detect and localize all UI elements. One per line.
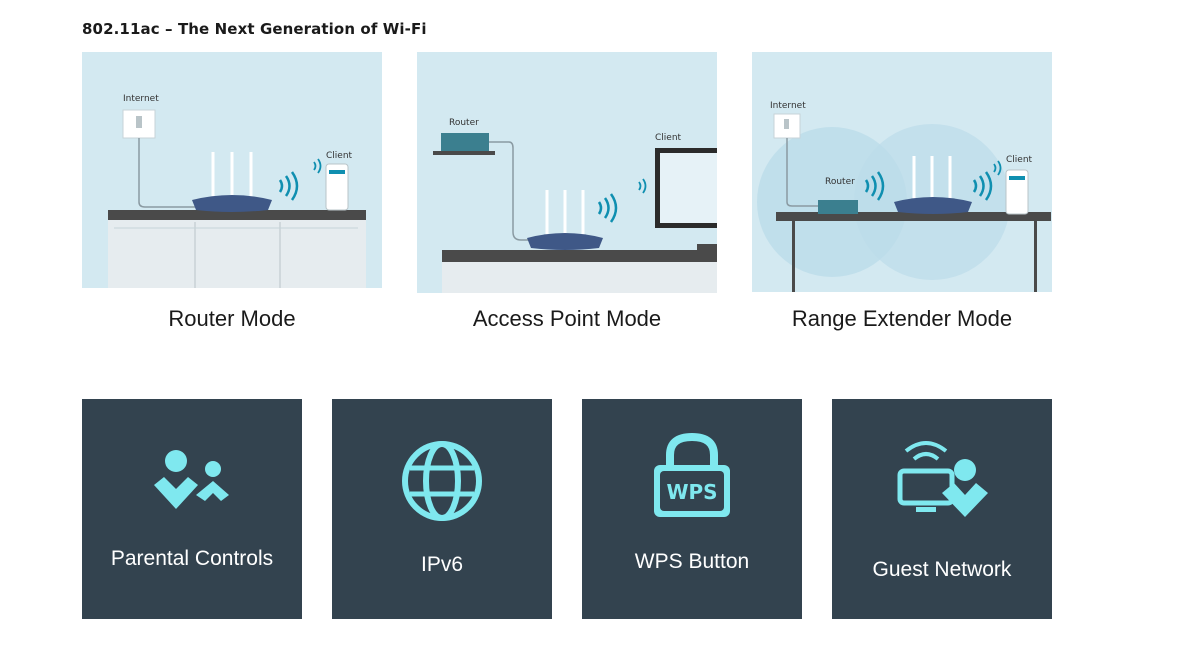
- wifi-signal-icon: [864, 171, 885, 201]
- router-label: Router: [825, 177, 855, 187]
- cable: [786, 138, 820, 207]
- router-mode-illustration: Internet Client: [82, 52, 382, 288]
- wifi-signal-icon: [972, 171, 993, 201]
- main-router: [818, 200, 858, 214]
- client-label: Client: [326, 151, 353, 161]
- wps-icon-text: WPS: [666, 480, 717, 504]
- client-phone: [1005, 169, 1029, 215]
- globe-icon: [402, 441, 482, 521]
- internet-label: Internet: [123, 94, 159, 104]
- feature-label: Parental Controls: [110, 547, 274, 570]
- feature-tile-guest-network: Guest Network: [832, 399, 1052, 619]
- feature-tile-ipv6: IPv6: [332, 399, 552, 619]
- wps-lock-icon: WPS: [654, 433, 730, 517]
- router-mode-svg: Internet Client: [82, 52, 382, 288]
- table-top: [776, 212, 1051, 221]
- range-extender-mode-illustration: Internet Router Client: [752, 52, 1052, 292]
- main-router: [441, 133, 489, 151]
- mode-caption: Router Mode: [168, 306, 296, 331]
- mode-caption: Range Extender Mode: [791, 306, 1013, 331]
- client-phone: [325, 163, 349, 211]
- mode-caption: Access Point Mode: [472, 306, 662, 331]
- access-point-mode-svg: Router Client: [417, 52, 717, 293]
- router-device: [192, 195, 272, 212]
- feature-tile-parental-controls: Parental Controls: [82, 399, 302, 619]
- internet-label: Internet: [770, 101, 806, 111]
- feature-label: Guest Network: [872, 558, 1012, 581]
- access-point-device: [527, 233, 603, 250]
- access-point-mode-illustration: Router Client: [417, 52, 717, 293]
- feature-tile-wps-button: WPS WPS Button: [582, 399, 802, 619]
- client-label: Client: [1006, 155, 1033, 165]
- extender-device: [894, 197, 972, 214]
- table-top: [108, 210, 366, 220]
- page-heading: 802.11ac – The Next Generation of Wi-Fi: [82, 20, 427, 38]
- feature-label: WPS Button: [634, 550, 750, 573]
- wifi-signal-icon: [278, 171, 299, 201]
- client-label: Client: [655, 133, 682, 143]
- router-label: Router: [449, 118, 479, 128]
- guest-network-icon: [897, 441, 988, 517]
- cable: [489, 141, 533, 241]
- parental-controls-icon: [154, 450, 229, 509]
- feature-label: IPv6: [420, 553, 464, 576]
- wifi-signal-icon: [597, 193, 618, 223]
- table-top: [442, 250, 717, 262]
- range-extender-mode-svg: Internet Router Client: [752, 52, 1052, 292]
- cable: [138, 138, 195, 208]
